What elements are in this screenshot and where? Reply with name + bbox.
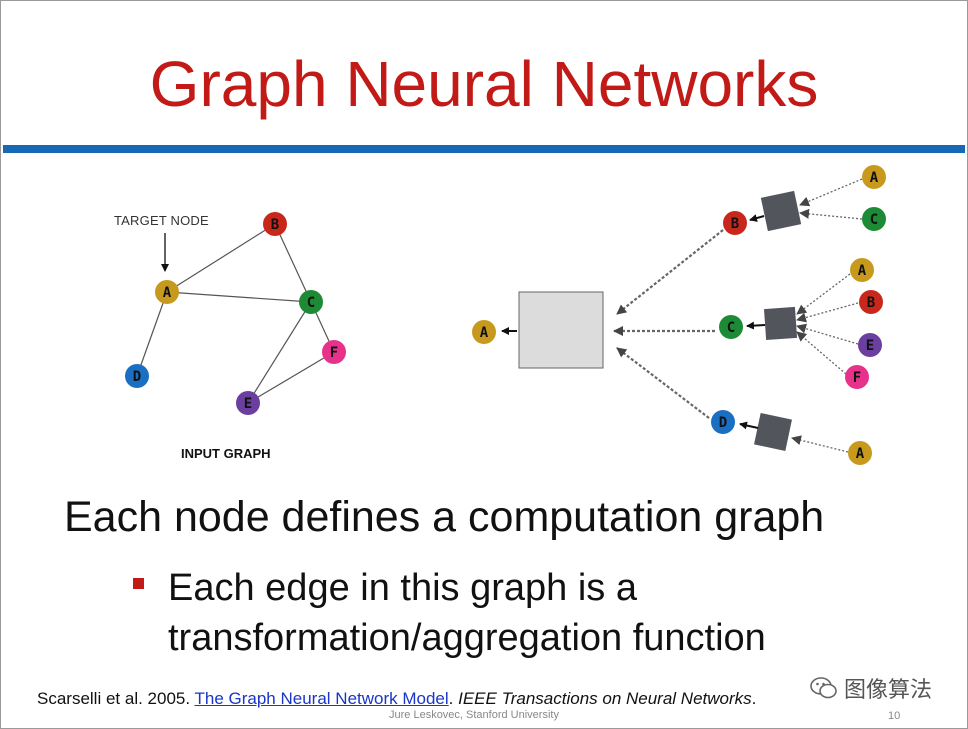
svg-text:D: D [719,415,727,431]
svg-text:C: C [307,295,315,311]
leaf-node-b-of-c: B [859,290,883,314]
input-node-d: D [125,364,149,388]
level1-to-root-arrows [613,229,724,419]
edge-e-f [247,351,335,404]
arrow-agg-to-c [746,321,766,330]
svg-text:C: C [870,212,878,228]
svg-text:F: F [330,345,338,361]
citation-paper-link[interactable]: The Graph Neural Network Model [194,689,449,708]
root-aggregation-box [518,291,604,369]
leaf-node-a-of-b: A [862,165,886,189]
svg-text:F: F [853,370,861,386]
edge-a-b [166,223,276,293]
svg-text:E: E [866,338,874,354]
arrow-agg-to-d [739,421,759,430]
svg-text:A: A [163,285,172,301]
wechat-icon [810,676,838,706]
slide-title: Graph Neural Networks [149,48,819,120]
input-node-b: B [263,212,287,236]
arrow-leaf-a-to-agg-c [796,273,851,315]
svg-text:B: B [271,217,279,233]
arrow-b-to-root-box [616,229,724,315]
input-node-e: E [236,391,260,415]
target-node-label: TARGET NODE [114,213,209,228]
input-graph-edges [136,223,335,404]
citation-journal: IEEE Transactions on Neural Networks [458,689,752,708]
edge-c-e [247,301,312,404]
comp-node-c: C [719,315,743,339]
svg-text:A: A [870,170,879,186]
footer-credit: Jure Leskovec, Stanford University [389,709,559,721]
leaf-node-c-of-b: C [862,207,886,231]
watermark: 图像算法 [810,672,932,706]
aggregator-box-b [760,190,802,232]
edge-a-c [166,291,312,303]
svg-text:B: B [867,295,875,311]
leaf-node-f-of-c: F [845,365,869,389]
input-node-c: C [299,290,323,314]
sub-point: Each edge in this graph is a transformat… [168,567,766,659]
input-graph: A B C D E F [125,212,346,415]
input-graph-caption: INPUT GRAPH [181,446,271,461]
aggregator-box-d [754,413,792,451]
comp-root-node-a: A [472,320,496,344]
svg-text:D: D [133,369,141,385]
arrow-leaf-b-to-agg-c [796,302,859,323]
arrow-leaf-f-to-agg-c [796,331,847,375]
citation-prefix: Scarselli et al. 2005. [37,689,195,708]
arrow-leaf-c-to-agg-b [799,208,863,220]
leaf-node-e-of-c: E [858,333,882,357]
svg-text:A: A [858,263,867,279]
comp-node-b: B [723,211,747,235]
citation: Scarselli et al. 2005. The Graph Neural … [37,689,756,709]
leaf-node-a-of-d: A [848,441,872,465]
aggregator-box-c [763,306,798,341]
arrow-leaf-a-to-agg-b [799,178,863,207]
svg-text:E: E [244,396,252,412]
citation-period: . [448,689,459,708]
svg-text:C: C [727,320,735,336]
page-number: 10 [888,710,901,722]
bullet-marker [133,578,144,589]
leaf-node-a-of-c: A [850,258,874,282]
main-point: Each node defines a computation graph [64,493,825,541]
computation-graph: A B C D A C A B [472,165,886,465]
leaf-to-aggregator-arrows [791,178,863,453]
arrow-leaf-e-to-agg-c [796,323,859,345]
citation-suffix: . [751,689,757,708]
input-node-a: A [155,280,179,304]
svg-text:A: A [480,325,489,341]
comp-node-d: D [711,410,735,434]
svg-text:B: B [731,216,739,232]
arrow-d-to-root-box [616,347,710,419]
svg-text:A: A [856,446,865,462]
edge-b-c [274,223,312,303]
arrow-agg-to-b [749,214,765,222]
input-node-f: F [322,340,346,364]
edge-a-d [136,291,168,377]
watermark-text: 图像算法 [844,677,933,702]
title-rule [3,145,965,153]
arrow-leaf-a-to-agg-d [791,435,849,453]
